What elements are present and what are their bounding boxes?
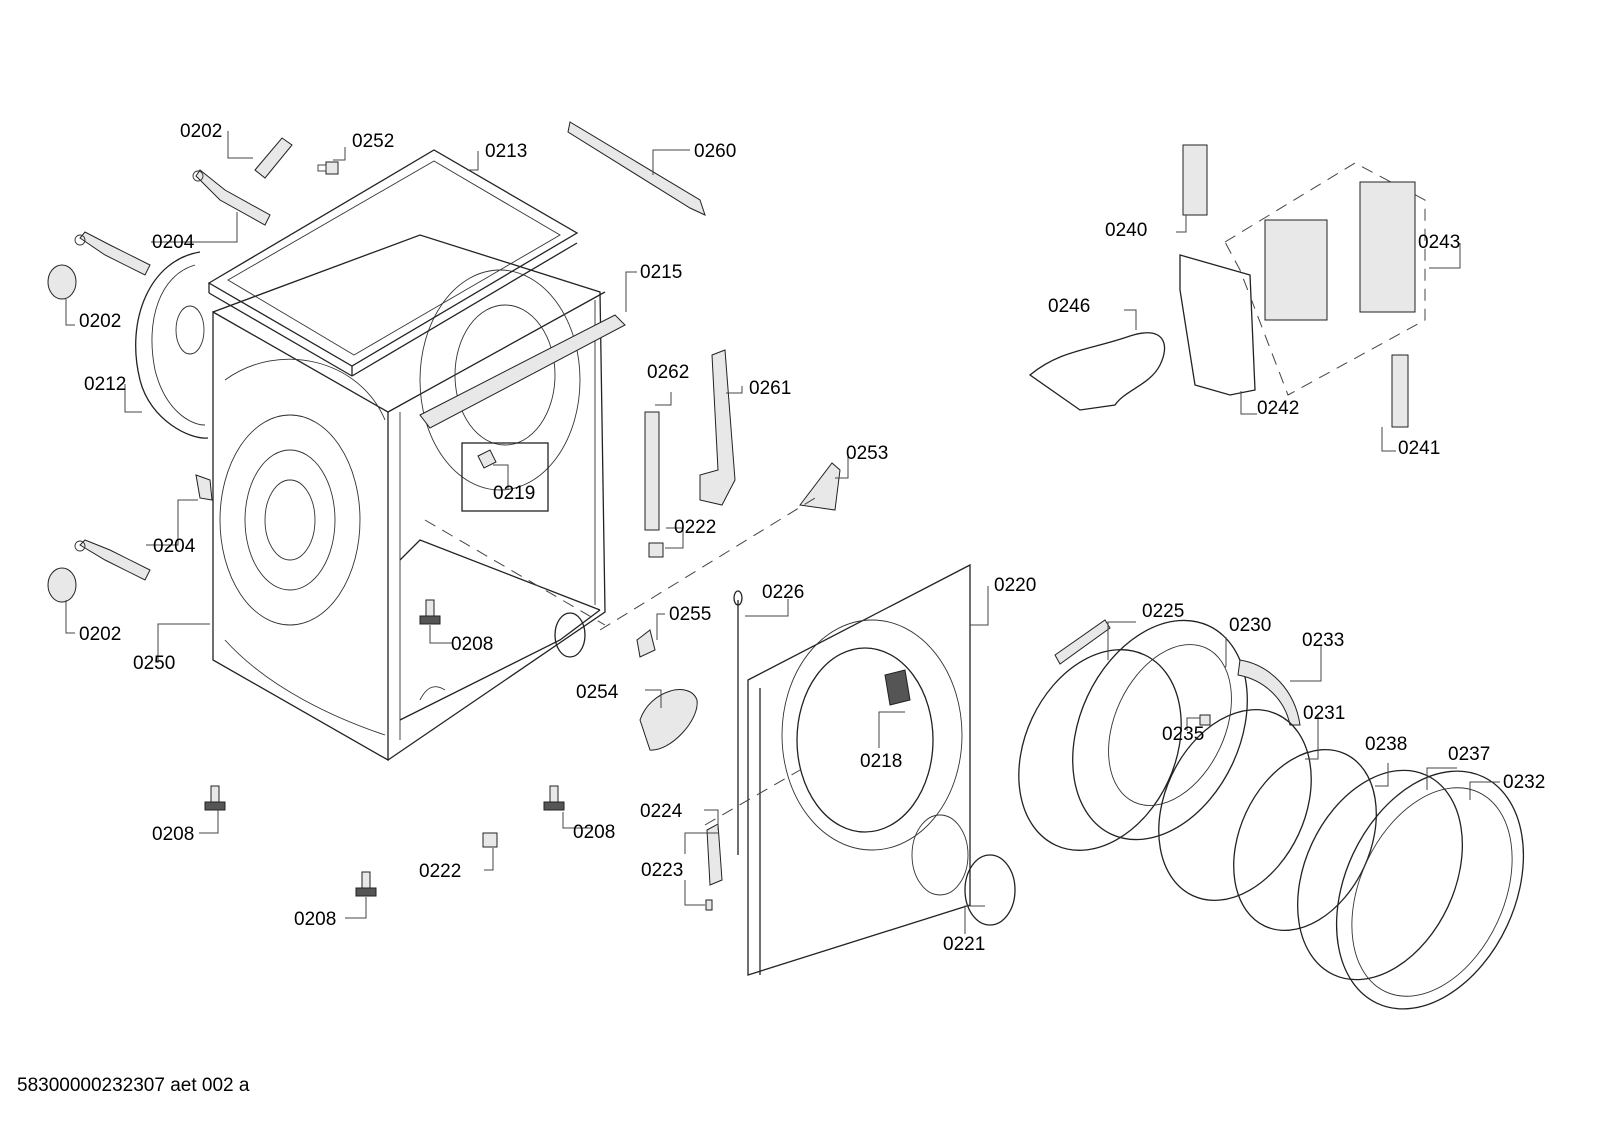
label-0215[interactable]: 0215 xyxy=(640,262,682,283)
foot-bracket-0202-top xyxy=(254,137,293,179)
assembly-line xyxy=(704,769,801,826)
screw-0252 xyxy=(317,161,339,175)
label-0222-upper[interactable]: 0222 xyxy=(674,517,716,538)
seal-0225 xyxy=(1018,619,1182,851)
label-0237[interactable]: 0237 xyxy=(1448,744,1490,765)
clip-0255 xyxy=(636,629,656,658)
rail-0260 xyxy=(567,121,706,216)
label-0232[interactable]: 0232 xyxy=(1503,772,1545,793)
label-0208-bottom[interactable]: 0208 xyxy=(294,909,336,930)
label-0252[interactable]: 0252 xyxy=(352,131,394,152)
clip-0222 xyxy=(482,832,498,848)
top-cover-0213 xyxy=(207,149,579,377)
label-0242[interactable]: 0242 xyxy=(1257,398,1299,419)
bracket-0253 xyxy=(799,462,841,511)
cover-0221 xyxy=(964,854,1016,926)
label-0202-left[interactable]: 0202 xyxy=(79,311,121,332)
label-0231[interactable]: 0231 xyxy=(1303,703,1345,724)
label-0250[interactable]: 0250 xyxy=(133,653,175,674)
label-0213[interactable]: 0213 xyxy=(485,141,527,162)
sheet-0246 xyxy=(1028,332,1166,411)
label-0226[interactable]: 0226 xyxy=(762,582,804,603)
label-0261[interactable]: 0261 xyxy=(749,378,791,399)
shock-absorber-0204-lower xyxy=(74,474,213,581)
foot-0208 xyxy=(355,871,377,897)
label-0238[interactable]: 0238 xyxy=(1365,734,1407,755)
module-0241 xyxy=(1391,354,1409,428)
label-0224[interactable]: 0224 xyxy=(640,801,683,822)
shock-absorber-0204-left xyxy=(74,231,151,276)
door-glass-0231 xyxy=(1158,709,1312,901)
bracket-0261 xyxy=(699,349,736,506)
lock-0223 xyxy=(705,823,723,911)
assembly-line xyxy=(424,519,606,626)
callout-labels: 0202 0252 0213 0260 0204 0202 0215 0212 … xyxy=(79,121,1545,955)
label-0246[interactable]: 0246 xyxy=(1048,296,1090,317)
cross-member-0215 xyxy=(419,314,626,429)
foot-bracket-0202-lower xyxy=(47,567,77,603)
label-0219[interactable]: 0219 xyxy=(493,483,535,504)
label-0202-lower[interactable]: 0202 xyxy=(79,624,121,645)
label-0204-top[interactable]: 0204 xyxy=(152,232,195,253)
foot-0208 xyxy=(543,785,565,811)
label-0225[interactable]: 0225 xyxy=(1142,601,1184,622)
door-frame-0230 xyxy=(1072,619,1248,841)
label-0255[interactable]: 0255 xyxy=(669,604,711,625)
label-0212[interactable]: 0212 xyxy=(84,374,126,395)
label-0223[interactable]: 0223 xyxy=(641,860,683,881)
label-0235[interactable]: 0235 xyxy=(1162,724,1204,745)
handle-0254 xyxy=(639,689,698,751)
label-0241[interactable]: 0241 xyxy=(1398,438,1440,459)
module-group-0243 xyxy=(1224,162,1426,396)
outer-ring-0232 xyxy=(1335,770,1525,1010)
label-0204-lower[interactable]: 0204 xyxy=(153,536,196,557)
foot-0208 xyxy=(419,599,441,625)
label-0208-left[interactable]: 0208 xyxy=(152,824,194,845)
rear-panel-0212 xyxy=(135,251,209,439)
label-0233[interactable]: 0233 xyxy=(1302,630,1344,651)
label-0240[interactable]: 0240 xyxy=(1105,220,1147,241)
label-0260[interactable]: 0260 xyxy=(694,141,736,162)
assembly-line xyxy=(599,494,821,631)
label-0254[interactable]: 0254 xyxy=(576,682,619,703)
label-0208-cabinet[interactable]: 0208 xyxy=(451,634,493,655)
inner-ring-0237 xyxy=(1297,769,1463,981)
detail-box-0219 xyxy=(461,442,549,512)
document-code: 58300000232307 aet 002 a xyxy=(17,1075,250,1096)
bracket-0262 xyxy=(644,411,660,531)
label-0262[interactable]: 0262 xyxy=(647,362,689,383)
label-0253[interactable]: 0253 xyxy=(846,443,888,464)
label-0202-top[interactable]: 0202 xyxy=(180,121,222,142)
leader-lines xyxy=(65,131,1500,934)
foot-0208 xyxy=(204,785,226,811)
hinge-0233 xyxy=(1237,659,1301,726)
glass-0238 xyxy=(1233,748,1377,932)
label-0221[interactable]: 0221 xyxy=(943,934,985,955)
label-0208-right[interactable]: 0208 xyxy=(573,822,615,843)
part-0235 xyxy=(1199,714,1211,726)
cabinet-0250 xyxy=(212,234,606,762)
label-0220[interactable]: 0220 xyxy=(994,575,1036,596)
label-0218[interactable]: 0218 xyxy=(860,751,902,772)
rod-0226 xyxy=(733,590,743,855)
front-panel-0220 xyxy=(747,563,971,976)
module-0240 xyxy=(1182,144,1208,216)
clip-0222 xyxy=(648,542,664,558)
label-0243[interactable]: 0243 xyxy=(1418,232,1460,253)
label-0222-lower[interactable]: 0222 xyxy=(419,861,461,882)
label-0230[interactable]: 0230 xyxy=(1229,615,1271,636)
shock-absorber-0204-top xyxy=(192,169,271,226)
module-housing-0242 xyxy=(1179,254,1256,396)
foot-bracket-0202-left xyxy=(47,264,77,300)
